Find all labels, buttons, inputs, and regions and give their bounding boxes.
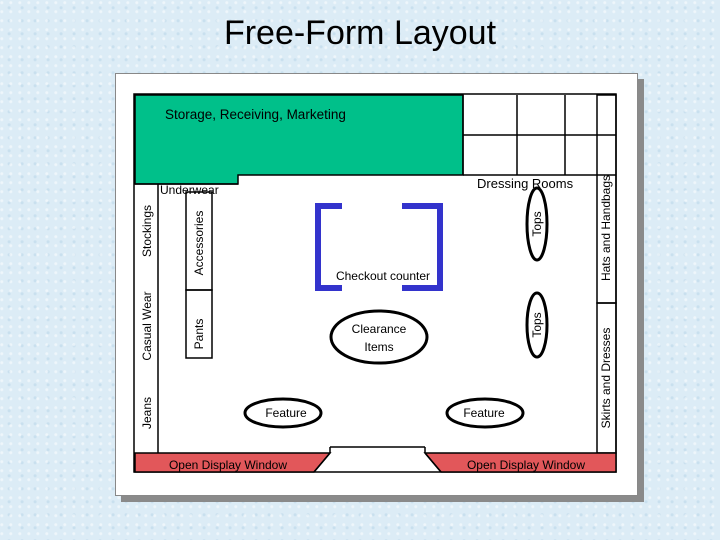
accessories-label: Accessories bbox=[192, 210, 206, 276]
page-title: Free-Form Layout bbox=[223, 14, 497, 52]
tops-fixtures bbox=[525, 186, 549, 359]
stockings-label: Stockings bbox=[140, 204, 154, 258]
display-window-left-label: Open Display Window bbox=[168, 458, 288, 472]
casual-wear-label: Casual Wear bbox=[140, 291, 154, 361]
pants-label: Pants bbox=[192, 318, 206, 350]
jeans-label: Jeans bbox=[140, 396, 154, 430]
left-wall-fixtures bbox=[157, 184, 213, 453]
feature-left-fixture bbox=[243, 397, 323, 429]
tops-upper-label: Tops bbox=[530, 211, 544, 237]
hats-handbags-label: Hats and Handbags bbox=[599, 174, 613, 282]
checkout-counter-label: Checkout counter bbox=[335, 269, 431, 283]
clearance-label-line2: Items bbox=[364, 340, 394, 354]
underwear-label: Underwear bbox=[160, 183, 219, 197]
clearance-fixture bbox=[329, 309, 429, 365]
feature-right-fixture bbox=[445, 397, 525, 429]
storage-label: Storage, Receiving, Marketing bbox=[165, 107, 346, 122]
dressing-rooms-label: Dressing Rooms bbox=[477, 176, 574, 191]
feature-right-label: Feature bbox=[463, 406, 505, 420]
entrance bbox=[313, 446, 442, 473]
dressing-rooms bbox=[462, 95, 616, 176]
clearance-label-line1: Clearance bbox=[351, 322, 407, 336]
checkout-counter bbox=[315, 203, 443, 291]
feature-left-label: Feature bbox=[265, 406, 307, 420]
display-window-right-label: Open Display Window bbox=[466, 458, 586, 472]
tops-lower-label: Tops bbox=[530, 312, 544, 338]
skirts-dresses-label: Skirts and Dresses bbox=[599, 327, 613, 429]
